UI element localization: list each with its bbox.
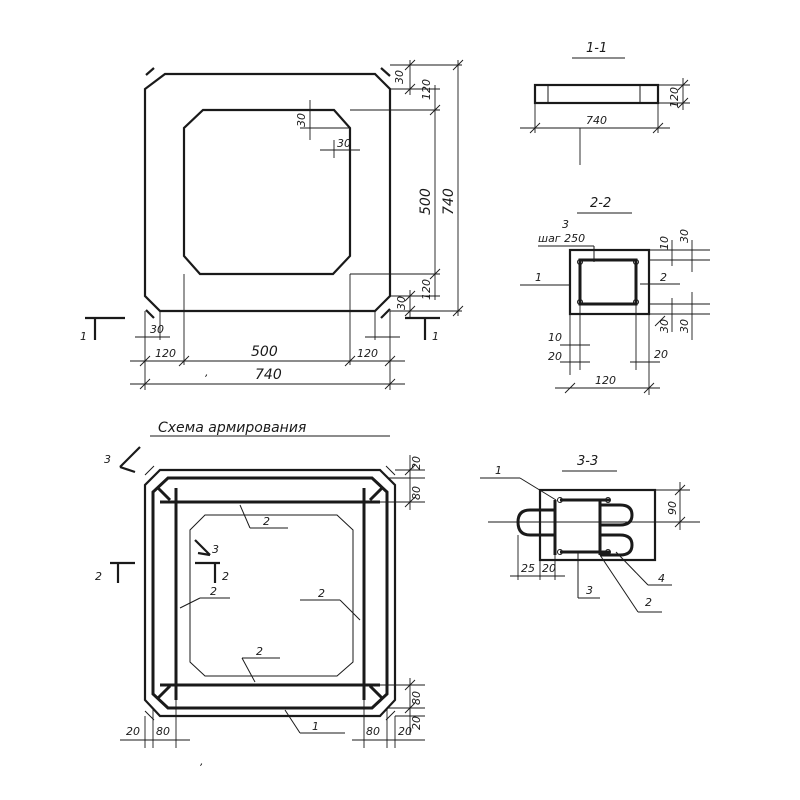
reinf-dim-bl-20: 20 — [126, 725, 140, 738]
section-2-2-dim-l-10: 10 — [548, 331, 562, 344]
plan-inner-opening — [182, 108, 352, 276]
plan-dim-740: 740 — [441, 188, 457, 215]
plan-corner-tick — [380, 308, 391, 319]
plan-corner-tick — [380, 67, 391, 77]
reinforcement-outer-contour — [143, 468, 397, 718]
plan-corner-tick — [145, 309, 155, 319]
section-2-2-dim-b-120: 120 — [595, 374, 616, 387]
reinf-cut-label-3-inner: 3 — [212, 543, 219, 556]
section-2-2-body — [568, 248, 651, 316]
section-1-1-dim-120: 120 — [668, 87, 681, 108]
section-3-3-title: 3-3 — [577, 454, 598, 469]
section-2-2-label-2: 2 — [660, 271, 667, 284]
section-2-2-dim-b-20: 20 — [654, 348, 668, 361]
section-3-3-dim-90: 90 — [666, 501, 679, 515]
reinf-label-2-bottom: 2 — [256, 645, 263, 658]
section-3-3-dim-20: 20 — [542, 562, 556, 575]
section-1-1: 1-1 740 120 — [520, 41, 690, 165]
plan-dim-120-left: 120 — [155, 347, 176, 360]
reinforcement-inner-opening — [189, 514, 354, 677]
reinforcement-title: Схема армирования — [158, 420, 306, 436]
plan-dim-top-120: 120 — [420, 79, 433, 100]
plan-dim-top-30: 30 — [393, 70, 406, 84]
reinforcement-outer-bar — [151, 476, 389, 710]
reinf-dim-rt-20: 20 — [410, 456, 423, 470]
section-2-2-dim-l-20: 20 — [548, 350, 562, 363]
reinf-label-2-right: 2 — [318, 587, 325, 600]
cut-label-1-right: 1 — [432, 330, 439, 343]
section-3-3-label-4: 4 — [658, 572, 665, 585]
reinf-label-1: 1 — [312, 720, 319, 733]
section-2-2-dim-r-30a: 30 — [678, 229, 691, 243]
section-3-3-body — [538, 488, 657, 562]
section-3-3-u-bar-right — [600, 503, 634, 527]
reinf-cut-label-2-right: 2 — [222, 570, 229, 583]
section-2-2-dim-r-10: 10 — [658, 236, 671, 250]
plan-dot: , — [205, 366, 209, 379]
section-1-1-slab — [533, 83, 660, 105]
section-2-2-cage — [578, 258, 638, 306]
reinforcement-scheme: Схема армирования 2 2 2 2 1 — [95, 420, 425, 768]
section-3-3-label-1: 1 — [495, 464, 502, 477]
plan-dim-500-bottom: 500 — [251, 344, 278, 360]
plan-dim-bottom-30: 30 — [395, 296, 408, 310]
cut-label-1-left: 1 — [80, 330, 87, 343]
section-3-3-dim-25: 25 — [521, 562, 535, 575]
section-2-2-label-1: 1 — [535, 271, 542, 284]
corner-bar-3 — [156, 486, 172, 502]
reinf-label-2-left: 2 — [210, 585, 217, 598]
reinf-dim-rt-80: 80 — [410, 486, 423, 500]
plan-dim-bottom-left-30: 30 — [150, 323, 164, 336]
plan-dim-500: 500 — [418, 188, 434, 215]
section-3-3: 3-3 1 90 25 20 3 — [480, 454, 700, 613]
plan-dim-bottom-120: 120 — [420, 279, 433, 300]
reinf-label-2-top: 2 — [263, 515, 270, 528]
reinf-dim-bl-80: 80 — [156, 725, 170, 738]
plan-dim-inner-30a: 30 — [295, 113, 308, 127]
reinf-cut-label-2-left: 2 — [95, 570, 102, 583]
plan-view: 30 120 500 740 120 30 30 30 30 120 500 — [80, 59, 464, 390]
plan-dim-740-bottom: 740 — [255, 367, 282, 383]
reinf-dim-br-80: 80 — [366, 725, 380, 738]
reinf-dim-rb-80: 80 — [410, 691, 423, 705]
section-1-1-dim-740: 740 — [586, 114, 607, 127]
reinf-dim-rb-20: 20 — [410, 716, 423, 730]
section-2-2-title: 2-2 — [590, 196, 611, 211]
reinf-dim-br-20: 20 — [398, 725, 412, 738]
plan-dim-inner-30b: 30 — [337, 137, 351, 150]
section-3-3-label-2: 2 — [645, 596, 652, 609]
section-2-2-dim-r-30b: 30 — [658, 319, 671, 333]
section-2-2-step: шаг 250 — [538, 232, 585, 245]
section-3-3-label-3: 3 — [586, 584, 593, 597]
reinf-cut-label-3-corner: 3 — [104, 453, 111, 466]
svg-text:,: , — [200, 755, 204, 768]
section-3-3-u-bar-left — [516, 508, 555, 537]
section-2-2-label-3: 3 — [562, 218, 569, 231]
plan-dim-120-right: 120 — [357, 347, 378, 360]
section-2-2-dim-r-30c: 30 — [678, 319, 691, 333]
section-2-2: 2-2 3 шаг 250 1 2 10 30 30 30 10 20 — [520, 196, 710, 395]
plan-corner-tick — [145, 67, 155, 76]
section-1-1-title: 1-1 — [586, 41, 607, 56]
